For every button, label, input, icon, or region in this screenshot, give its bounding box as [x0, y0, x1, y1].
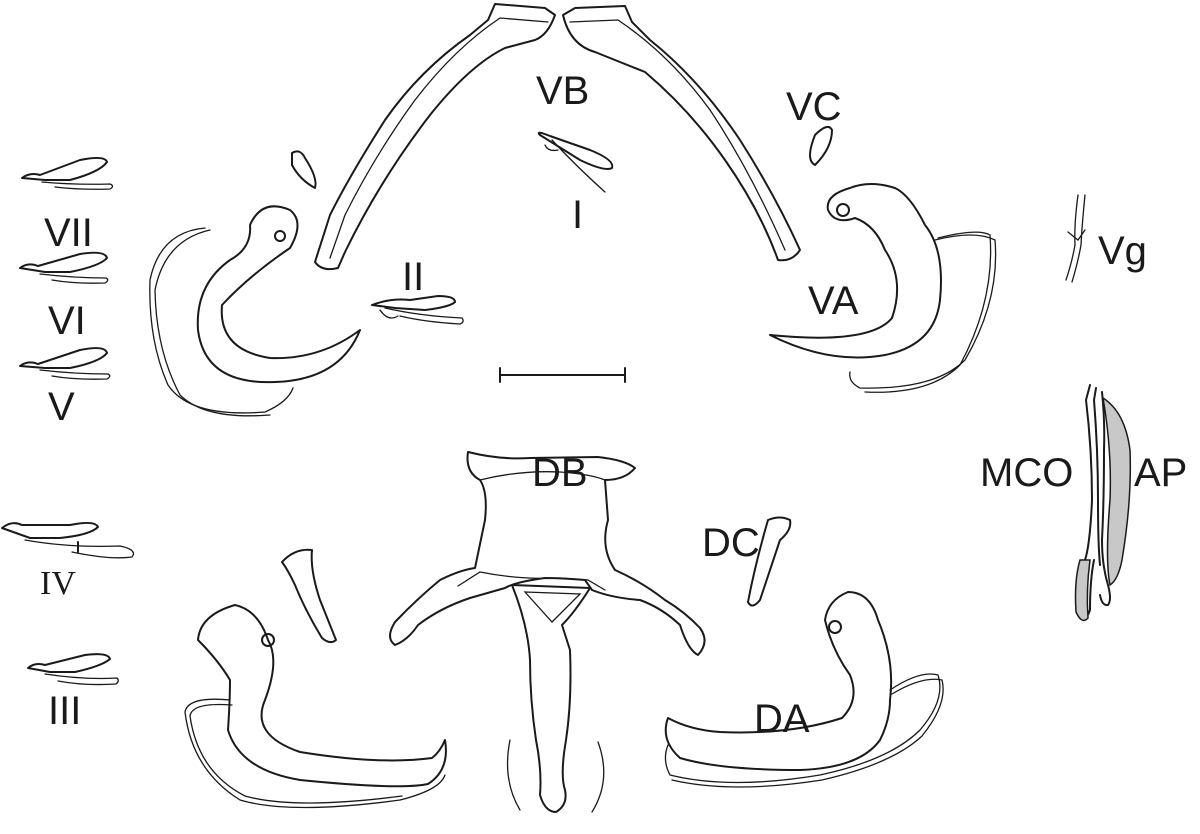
ventral-anchor-left [149, 205, 361, 417]
label-hook-6: VI [48, 299, 86, 343]
dorsal-bar-stalk [506, 584, 605, 813]
label-hook-1: I [572, 193, 583, 237]
hook-5 [19, 347, 111, 380]
label-vg: Vg [1098, 229, 1147, 273]
male-copulatory-organ [1074, 384, 1132, 622]
label-hook-5: V [48, 385, 75, 429]
label-db: DB [532, 451, 588, 495]
label-va: VA [808, 279, 859, 323]
ventral-small-sclerite [291, 150, 317, 189]
dorsal-small-sclerite [281, 548, 337, 644]
label-ap: AP [1134, 451, 1187, 495]
label-mco: MCO [980, 451, 1073, 495]
label-da: DA [754, 697, 810, 741]
label-vb: VB [536, 69, 589, 113]
label-hook-4: IV [40, 565, 76, 602]
hook-6 [19, 251, 109, 284]
ventral-anchor-right [769, 183, 997, 393]
dorsal-bar [389, 451, 706, 656]
ventral-c-sclerite [809, 125, 833, 166]
hook-3 [27, 653, 119, 686]
hook-4 [1, 521, 135, 559]
dorsal-anchor-left [184, 604, 447, 809]
hook-1 [537, 131, 614, 193]
dorsal-c-sclerite [747, 516, 792, 607]
scale-bar [499, 367, 626, 383]
label-hook-2: II [402, 255, 424, 299]
hook-7 [21, 156, 114, 190]
label-hook-7: VII [44, 211, 93, 255]
dorsal-anchor-right [664, 591, 944, 788]
vagina [1065, 194, 1086, 283]
label-dc: DC [702, 521, 760, 565]
ventral-bar [314, 3, 801, 271]
label-vc: VC [786, 85, 842, 129]
hook-2 [371, 295, 464, 325]
label-hook-3: III [48, 689, 81, 733]
